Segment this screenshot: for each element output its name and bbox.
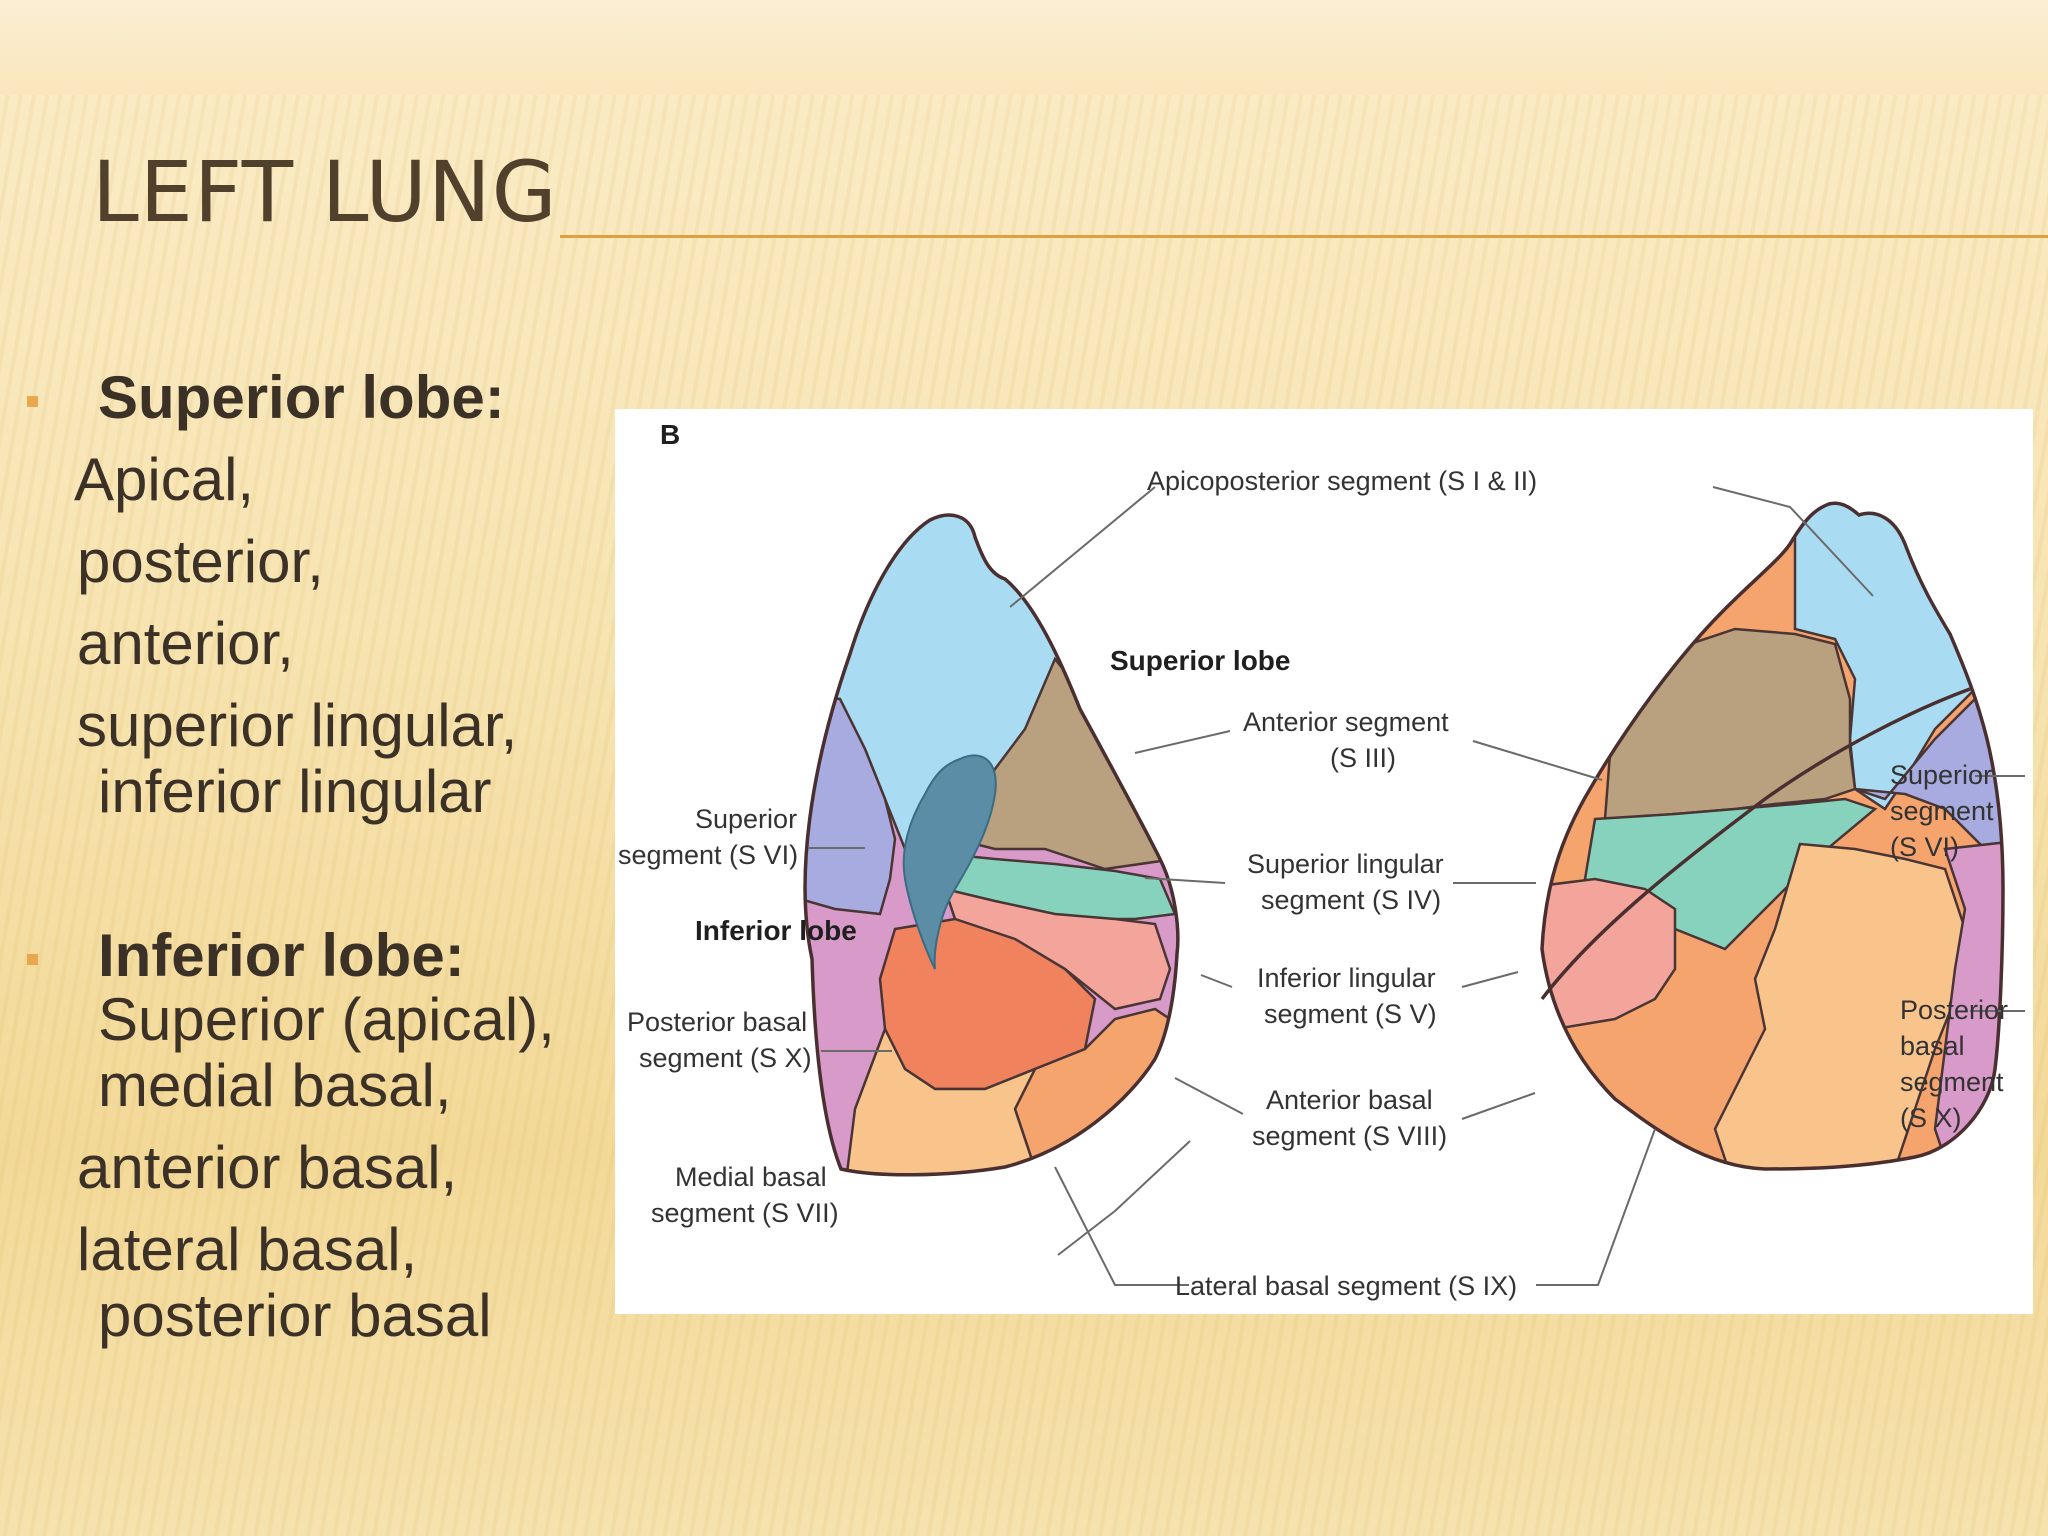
inferior-item-superior-apical: Superior (apical),	[98, 986, 555, 1053]
inferior-item-lateral-basal: lateral basal,	[77, 1216, 418, 1283]
label-superior-right-line1: Superior	[1890, 760, 1992, 790]
superior-item-anterior: anterior,	[77, 610, 294, 677]
label-lateral-basal: Lateral basal segment (S IX)	[1175, 1271, 1517, 1301]
lung-segments-svg: B	[618, 419, 2025, 1301]
bullet-icon	[27, 954, 38, 965]
lung-segments-diagram: B	[615, 409, 2033, 1314]
label-anterior-basal-line1: Anterior basal	[1266, 1085, 1433, 1115]
posterior-basal-region-right	[1933, 837, 2003, 1169]
label-inferior-lingular-line2: segment (S V)	[1264, 999, 1437, 1029]
inferior-lingular-region-right	[1542, 877, 1677, 1031]
label-anterior-basal-line2: segment (S VIII)	[1252, 1121, 1447, 1151]
label-posterior-basal-left-line1: Posterior basal	[627, 1007, 807, 1037]
label-apicoposterior: Apicoposterior segment (S I & II)	[1147, 466, 1537, 496]
leader-lines	[808, 486, 2025, 1286]
superior-item-posterior: posterior,	[77, 528, 324, 595]
label-posterior-basal-right-line3: segment	[1900, 1067, 2004, 1097]
superior-region-left	[805, 687, 897, 916]
label-inferior-lobe: Inferior lobe	[695, 915, 857, 946]
inferior-item-anterior-basal: anterior basal,	[77, 1134, 458, 1201]
label-superior-left-line2: segment (S VI)	[618, 840, 798, 870]
superior-item-inferior-lingular: inferior lingular	[98, 758, 492, 825]
bullet-icon	[27, 396, 38, 407]
label-superior-right-line3: (S VI)	[1890, 832, 1959, 862]
label-superior-lingular-line1: Superior lingular	[1247, 849, 1444, 879]
right-lung-outline	[1540, 501, 2005, 1171]
left-lung-outline	[803, 513, 1180, 1177]
header-band	[0, 0, 2048, 95]
label-posterior-basal-right-line1: Posterior	[1900, 995, 2008, 1025]
label-superior-right-line2: segment	[1890, 796, 1994, 826]
hilum-region	[902, 754, 997, 970]
superior-item-superior-lingular: superior lingular,	[77, 692, 518, 759]
label-posterior-basal-left-line2: segment (S X)	[639, 1043, 812, 1073]
inferior-item-posterior-basal: posterior basal	[98, 1282, 492, 1349]
superior-item-apical: Apical,	[74, 446, 255, 513]
label-superior-lobe: Superior lobe	[1110, 645, 1290, 676]
label-superior-left-line1: Superior	[695, 804, 797, 834]
label-anterior-line1: Anterior segment	[1243, 707, 1449, 737]
label-medial-basal-line2: segment (S VII)	[651, 1198, 839, 1228]
superior-lobe-heading: Superior lobe:	[98, 364, 505, 431]
left-lung-segments	[805, 515, 1178, 1175]
slide-title: LEFT LUNG	[92, 143, 558, 241]
label-posterior-basal-right-line4: (S X)	[1900, 1103, 1962, 1133]
label-medial-basal-line1: Medial basal	[675, 1162, 827, 1192]
label-inferior-lingular-line1: Inferior lingular	[1257, 963, 1436, 993]
oblique-fissure-right	[1540, 687, 1971, 1001]
label-posterior-basal-right-line2: basal	[1900, 1031, 1965, 1061]
inferior-item-medial-basal: medial basal,	[98, 1052, 452, 1119]
lateral-basal-region-right	[1713, 842, 1967, 1169]
label-superior-lingular-line2: segment (S IV)	[1261, 885, 1441, 915]
panel-letter: B	[660, 419, 680, 450]
label-anterior-line2: (S III)	[1330, 743, 1396, 773]
title-underline	[560, 235, 2048, 238]
inferior-lobe-heading: Inferior lobe:	[98, 922, 465, 989]
anterior-region-right	[1603, 627, 1857, 821]
